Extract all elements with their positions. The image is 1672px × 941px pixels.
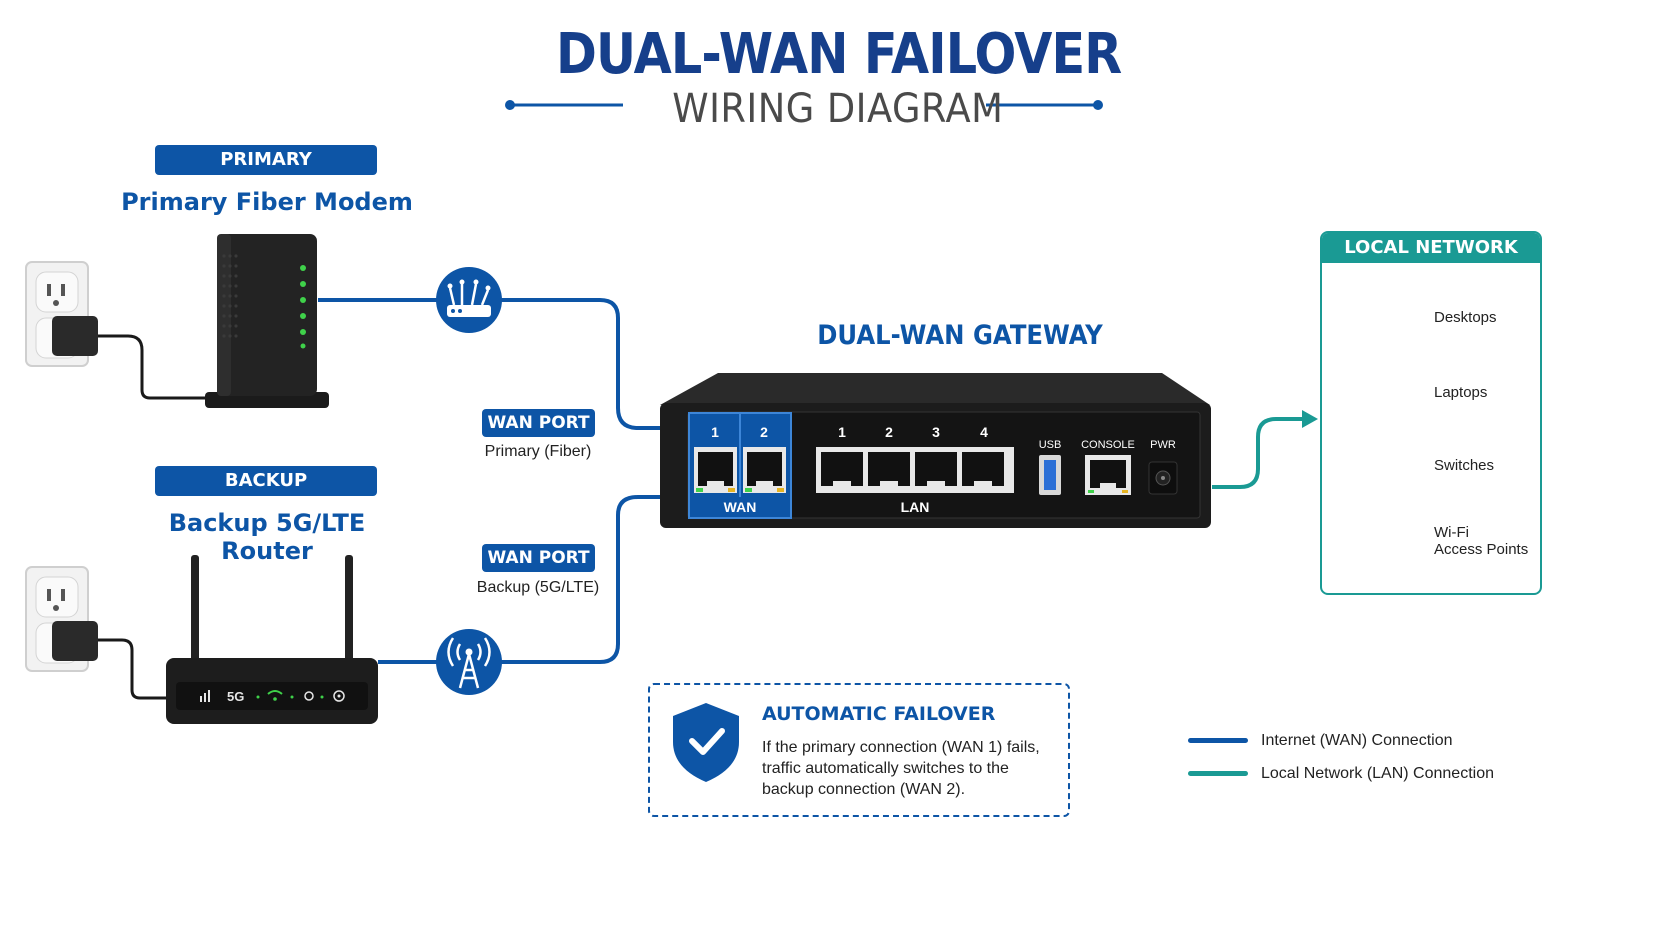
local-network-header: LOCAL NETWORK xyxy=(1322,233,1540,263)
access-points-label: Wi-Fi Access Points xyxy=(1434,524,1529,558)
shield-check-icon xyxy=(673,703,739,782)
5g-router xyxy=(166,555,378,724)
lan-port-1-number: 1 xyxy=(838,424,846,440)
page-title: DUAL-WAN FAILOVER xyxy=(555,22,1122,87)
wan-ports-label: WAN xyxy=(723,499,757,515)
usb-port xyxy=(1039,455,1061,495)
lan-port-3-number: 3 xyxy=(932,424,940,440)
switches-label: Switches xyxy=(1434,457,1495,474)
wan-port-2 xyxy=(743,447,786,493)
usb-label: USB xyxy=(1038,439,1062,451)
backup-connection-tag: BACKUP CONNECTION xyxy=(155,466,377,521)
wan-port-2-number: 2 xyxy=(760,424,768,440)
cell-tower-icon xyxy=(436,629,502,695)
legend-lan-swatch xyxy=(1188,771,1248,776)
wan-port-2-tag: WAN PORT 2 xyxy=(482,544,595,596)
failover-description: If the primary connection (WAN 1) fails,… xyxy=(762,739,1040,798)
lan-ports-label: LAN xyxy=(900,499,930,515)
legend-wan-label: Internet (WAN) Connection xyxy=(1261,732,1453,749)
wan-port-1-desc: Primary (Fiber) xyxy=(484,443,592,460)
failover-title: AUTOMATIC FAILOVER xyxy=(762,703,996,725)
primary-wall-outlet xyxy=(25,261,242,400)
page-subtitle: WIRING DIAGRAM xyxy=(672,86,1004,132)
router-5g-label: 5G xyxy=(227,689,245,704)
power-port xyxy=(1148,461,1178,495)
lan-ports xyxy=(816,447,1014,493)
gateway-title: DUAL-WAN GATEWAY xyxy=(817,320,1103,351)
title-decoration xyxy=(505,100,1103,110)
wan-port-1-tag: WAN PORT 1 xyxy=(482,409,595,461)
wan2-wire xyxy=(378,495,682,664)
local-network-panel: LOCAL NETWORK xyxy=(1320,231,1542,595)
lan-port-2-number: 2 xyxy=(885,424,893,440)
console-label: CONSOLE xyxy=(1081,439,1135,451)
modem-icon xyxy=(436,267,502,333)
laptops-label: Laptops xyxy=(1434,384,1488,401)
wan-port-2-desc: Backup (5G/LTE) xyxy=(476,579,600,596)
desktops-label: Desktops xyxy=(1434,309,1497,326)
lan-port-4-number: 4 xyxy=(980,424,988,440)
primary-device-label: Primary Fiber Modem xyxy=(121,188,413,216)
console-port xyxy=(1085,455,1131,495)
pwr-label: PWR xyxy=(1150,439,1176,451)
backup-device-label: Backup 5G/LTE Router xyxy=(168,509,366,565)
wan-port-1 xyxy=(694,447,737,493)
legend-lan-label: Local Network (LAN) Connection xyxy=(1261,765,1494,782)
wan1-wire xyxy=(318,298,682,430)
lan-arrow xyxy=(1302,410,1318,428)
failover-box: AUTOMATIC FAILOVER If the primary connec… xyxy=(648,683,1070,817)
fiber-modem xyxy=(205,234,329,408)
primary-connection-tag: PRIMARY CONNECTION xyxy=(155,145,377,200)
legend-wan-swatch xyxy=(1188,738,1248,743)
wan-port-1-number: 1 xyxy=(711,424,719,440)
backup-wall-outlet xyxy=(25,566,168,700)
lan-wire xyxy=(1212,417,1306,489)
gateway-device xyxy=(660,373,1211,528)
